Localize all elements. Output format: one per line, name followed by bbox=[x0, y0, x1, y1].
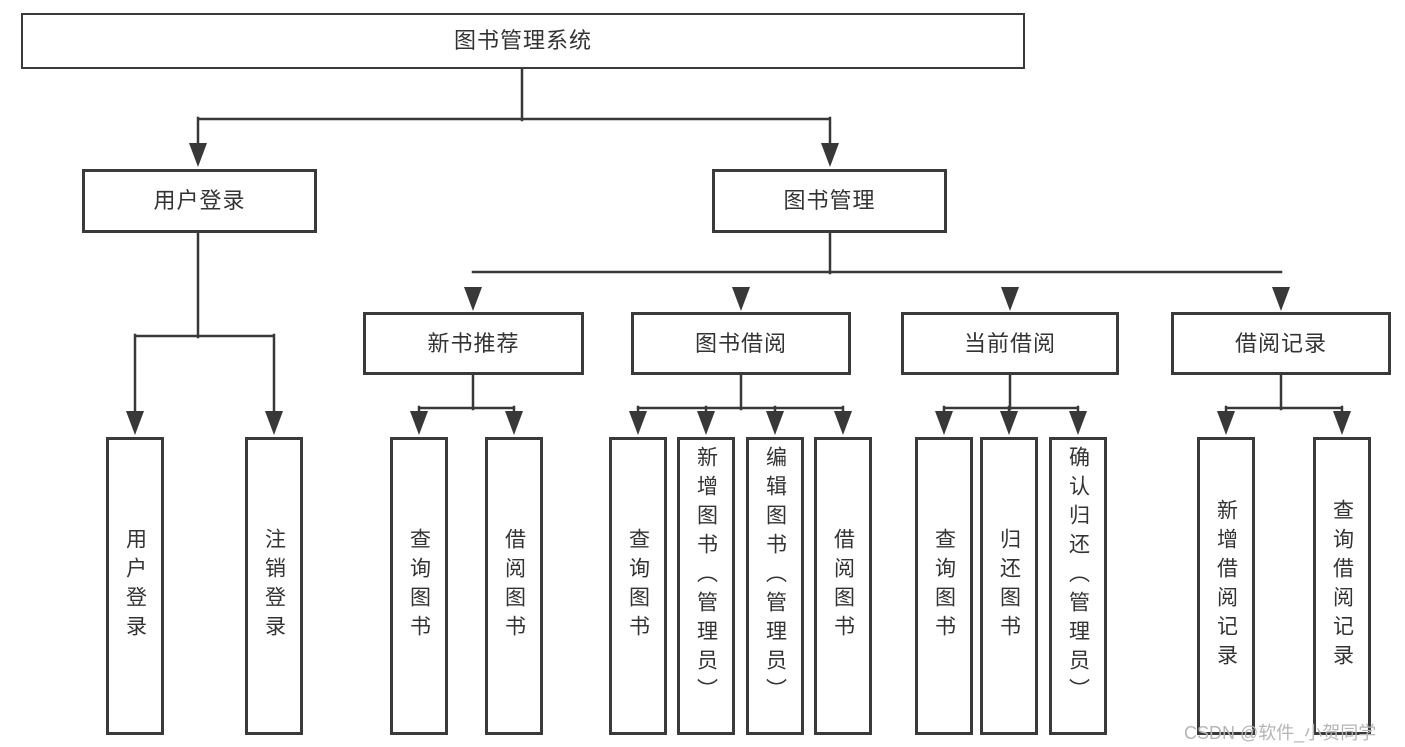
leaf-add-book-admin: 新增图书（管理员） bbox=[677, 437, 735, 735]
node-root-system: 图书管理系统 bbox=[21, 13, 1025, 69]
node-user-login-label: 用户登录 bbox=[153, 188, 246, 213]
node-book-management-label: 图书管理 bbox=[783, 188, 876, 213]
node-borrow-record-label: 借阅记录 bbox=[1234, 330, 1327, 356]
node-current-borrow: 当前借阅 bbox=[901, 312, 1119, 375]
leaf-current-query-book-label: 查询图书 bbox=[932, 528, 956, 644]
leaf-user-login: 用户登录 bbox=[106, 437, 164, 735]
arrowhead-icons bbox=[126, 143, 1351, 435]
leaf-add-borrow-record: 新增借阅记录 bbox=[1197, 437, 1255, 735]
leaf-add-borrow-record-label: 新增借阅记录 bbox=[1214, 499, 1238, 673]
node-user-login: 用户登录 bbox=[82, 169, 317, 233]
leaf-logout-label: 注销登录 bbox=[262, 528, 286, 644]
node-new-book-recommend: 新书推荐 bbox=[363, 312, 584, 375]
leaf-add-book-admin-label: 新增图书（管理员） bbox=[694, 446, 718, 707]
leaf-recommend-query-book-label: 查询图书 bbox=[407, 528, 431, 644]
node-root-label: 图书管理系统 bbox=[453, 28, 592, 53]
leaf-confirm-return-admin: 确认归还（管理员） bbox=[1049, 437, 1107, 735]
leaf-borrow-query-book: 查询图书 bbox=[609, 437, 667, 735]
node-book-borrow: 图书借阅 bbox=[631, 312, 851, 375]
leaf-edit-book-admin-label: 编辑图书（管理员） bbox=[763, 446, 787, 707]
leaf-current-query-book: 查询图书 bbox=[915, 437, 973, 735]
csdn-watermark: CSDN @软件_小贺同学 bbox=[1184, 723, 1377, 743]
leaf-return-book-label: 归还图书 bbox=[997, 528, 1021, 644]
leaf-borrow-book-label: 借阅图书 bbox=[831, 528, 855, 644]
node-new-book-recommend-label: 新书推荐 bbox=[427, 330, 520, 356]
leaf-query-borrow-record-label: 查询借阅记录 bbox=[1330, 499, 1354, 673]
leaf-edit-book-admin: 编辑图书（管理员） bbox=[746, 437, 804, 735]
leaf-return-book: 归还图书 bbox=[980, 437, 1038, 735]
node-current-borrow-label: 当前借阅 bbox=[963, 330, 1056, 356]
node-borrow-record: 借阅记录 bbox=[1171, 312, 1391, 375]
node-book-borrow-label: 图书借阅 bbox=[694, 330, 787, 356]
leaf-recommend-query-book: 查询图书 bbox=[390, 437, 448, 735]
leaf-user-login-label: 用户登录 bbox=[123, 528, 147, 644]
leaf-recommend-borrow-book-label: 借阅图书 bbox=[502, 528, 526, 644]
leaf-query-borrow-record: 查询借阅记录 bbox=[1313, 437, 1371, 735]
leaf-confirm-return-admin-label: 确认归还（管理员） bbox=[1066, 446, 1090, 707]
node-book-management: 图书管理 bbox=[712, 169, 947, 233]
leaf-borrow-book: 借阅图书 bbox=[814, 437, 872, 735]
leaf-borrow-query-book-label: 查询图书 bbox=[626, 528, 650, 644]
leaf-recommend-borrow-book: 借阅图书 bbox=[485, 437, 543, 735]
leaf-logout: 注销登录 bbox=[245, 437, 303, 735]
